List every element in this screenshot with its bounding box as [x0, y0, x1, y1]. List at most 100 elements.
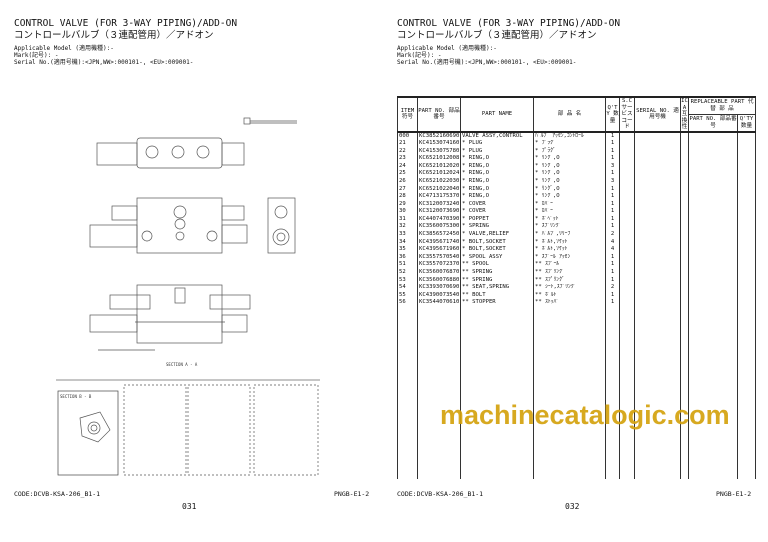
cell-part-no: KC3852160690	[417, 131, 461, 140]
cell-item: 51	[397, 261, 418, 269]
cell-empty	[680, 306, 689, 479]
cell-part-no: KC6521022030	[417, 177, 461, 186]
cell-empty	[634, 192, 681, 201]
page-title-en: CONTROL VALVE (FOR 3-WAY PIPING)/ADD-ON	[14, 18, 238, 29]
cell-item: 56	[397, 299, 418, 307]
header-name-ja: 部 品 名	[533, 96, 606, 132]
cell-part-name: VALVE ASSY,CONTROL	[460, 131, 534, 140]
cell-empty	[688, 177, 738, 186]
cell-name-ja: * ﾘﾝｸﾞ,O	[533, 170, 606, 178]
cell-item: 34	[397, 238, 418, 247]
cell-empty	[619, 177, 635, 186]
cell-empty	[634, 261, 681, 269]
cell-name-ja: ** ｽﾌﾟﾘﾝｸﾞ	[533, 268, 606, 277]
applicable-model: Applicable Model (適用機種):-	[14, 45, 114, 52]
cell-empty	[688, 306, 738, 479]
cell-name-ja: * ﾌﾟﾗｸﾞ	[533, 139, 606, 148]
top-view	[96, 137, 245, 169]
cell-item: 27	[397, 185, 418, 193]
cell-item: 21	[397, 139, 418, 148]
cell-name-ja: * ｽﾌﾟｰﾙ ｱｯｾﾝ	[533, 253, 606, 262]
cell-empty	[680, 131, 689, 140]
cell-qty: 1	[605, 276, 620, 285]
cell-empty	[619, 215, 635, 224]
cell-empty	[688, 276, 738, 285]
cell-empty	[619, 154, 635, 163]
cell-part-name: ** BOLT	[460, 291, 534, 300]
header-part-no: PART NO. 部品番号	[417, 96, 461, 132]
cell-item: 54	[397, 284, 418, 292]
cell-name-ja: * ﾘﾝｸﾞ,O	[533, 162, 606, 171]
cell-empty	[736, 291, 757, 300]
cell-empty	[736, 139, 757, 148]
cell-name-ja: * ｶﾊﾞｰ	[533, 200, 606, 209]
cell-empty	[533, 306, 606, 479]
cell-name-ja: * ﾘﾝｸﾞ,O	[533, 192, 606, 201]
cell-part-name: * COVER	[460, 200, 534, 209]
cell-part-no: KC3120073240	[417, 200, 461, 209]
cell-qty: 1	[605, 253, 620, 262]
header-serial: SERIAL NO. 適用号機	[634, 96, 681, 132]
cell-part-no: KC4713175370	[417, 192, 461, 201]
cell-qty: 1	[605, 291, 620, 300]
cell-empty	[634, 200, 681, 209]
cell-empty	[688, 261, 738, 269]
cell-empty	[736, 306, 757, 479]
cell-name-ja: ﾊﾞﾙﾌﾞ ｱｯｾﾝ,ｺﾝﾄﾛｰﾙ	[533, 131, 606, 140]
parts-table: ITEM 符号 PART NO. 部品番号 PART NAME 部 品 名 Q'…	[397, 95, 757, 479]
cell-empty	[680, 253, 689, 262]
cell-empty	[680, 230, 689, 239]
page-number-left: 031	[182, 502, 197, 511]
cell-name-ja: * ﾎﾟﾍﾟｯﾄ	[533, 215, 606, 224]
cell-empty	[634, 253, 681, 262]
cell-empty	[680, 246, 689, 254]
cell-part-name: ** SPOOL	[460, 261, 534, 269]
cell-empty	[619, 139, 635, 148]
cell-empty	[688, 170, 738, 178]
cell-empty	[688, 147, 738, 155]
cell-name-ja: * ﾘﾝｸﾞ,O	[533, 177, 606, 186]
cell-empty	[680, 291, 689, 300]
cell-empty	[680, 261, 689, 269]
cell-empty	[736, 261, 757, 269]
cell-qty: 1	[605, 170, 620, 178]
cell-empty	[680, 284, 689, 292]
cell-empty	[634, 284, 681, 292]
cell-part-no: KC4153075780	[417, 147, 461, 155]
cell-part-name: * VALVE,RELIEF	[460, 230, 534, 239]
cell-qty: 1	[605, 215, 620, 224]
section-aa-label: SECTION A - A	[166, 362, 198, 367]
cell-empty	[619, 276, 635, 285]
watermark: machinecatalogic.com	[440, 400, 730, 430]
cell-item: 24	[397, 162, 418, 171]
cell-empty	[736, 208, 757, 216]
cell-part-no: KC3856572450	[417, 230, 461, 239]
table-filler	[397, 306, 757, 479]
page-title-en-right: CONTROL VALVE (FOR 3-WAY PIPING)/ADD-ON	[397, 18, 621, 29]
header-part-name: PART NAME	[460, 96, 534, 132]
cell-name-ja: * ｶﾊﾞｰ	[533, 208, 606, 216]
cell-qty: 1	[605, 261, 620, 269]
cell-qty: 1	[605, 131, 620, 140]
cell-empty	[619, 147, 635, 155]
cell-empty	[688, 299, 738, 307]
cell-part-no: KC3560076880	[417, 276, 461, 285]
cell-empty	[619, 253, 635, 262]
cell-part-no: KC6521012024	[417, 170, 461, 178]
cell-empty	[680, 276, 689, 285]
cell-item: 55	[397, 291, 418, 300]
cell-empty	[736, 177, 757, 186]
cell-empty	[688, 284, 738, 292]
cell-empty	[736, 162, 757, 171]
cell-qty: 2	[605, 230, 620, 239]
cell-empty	[688, 230, 738, 239]
cell-empty	[680, 268, 689, 277]
cell-empty	[688, 223, 738, 231]
cell-item: 30	[397, 208, 418, 216]
cell-empty	[619, 261, 635, 269]
